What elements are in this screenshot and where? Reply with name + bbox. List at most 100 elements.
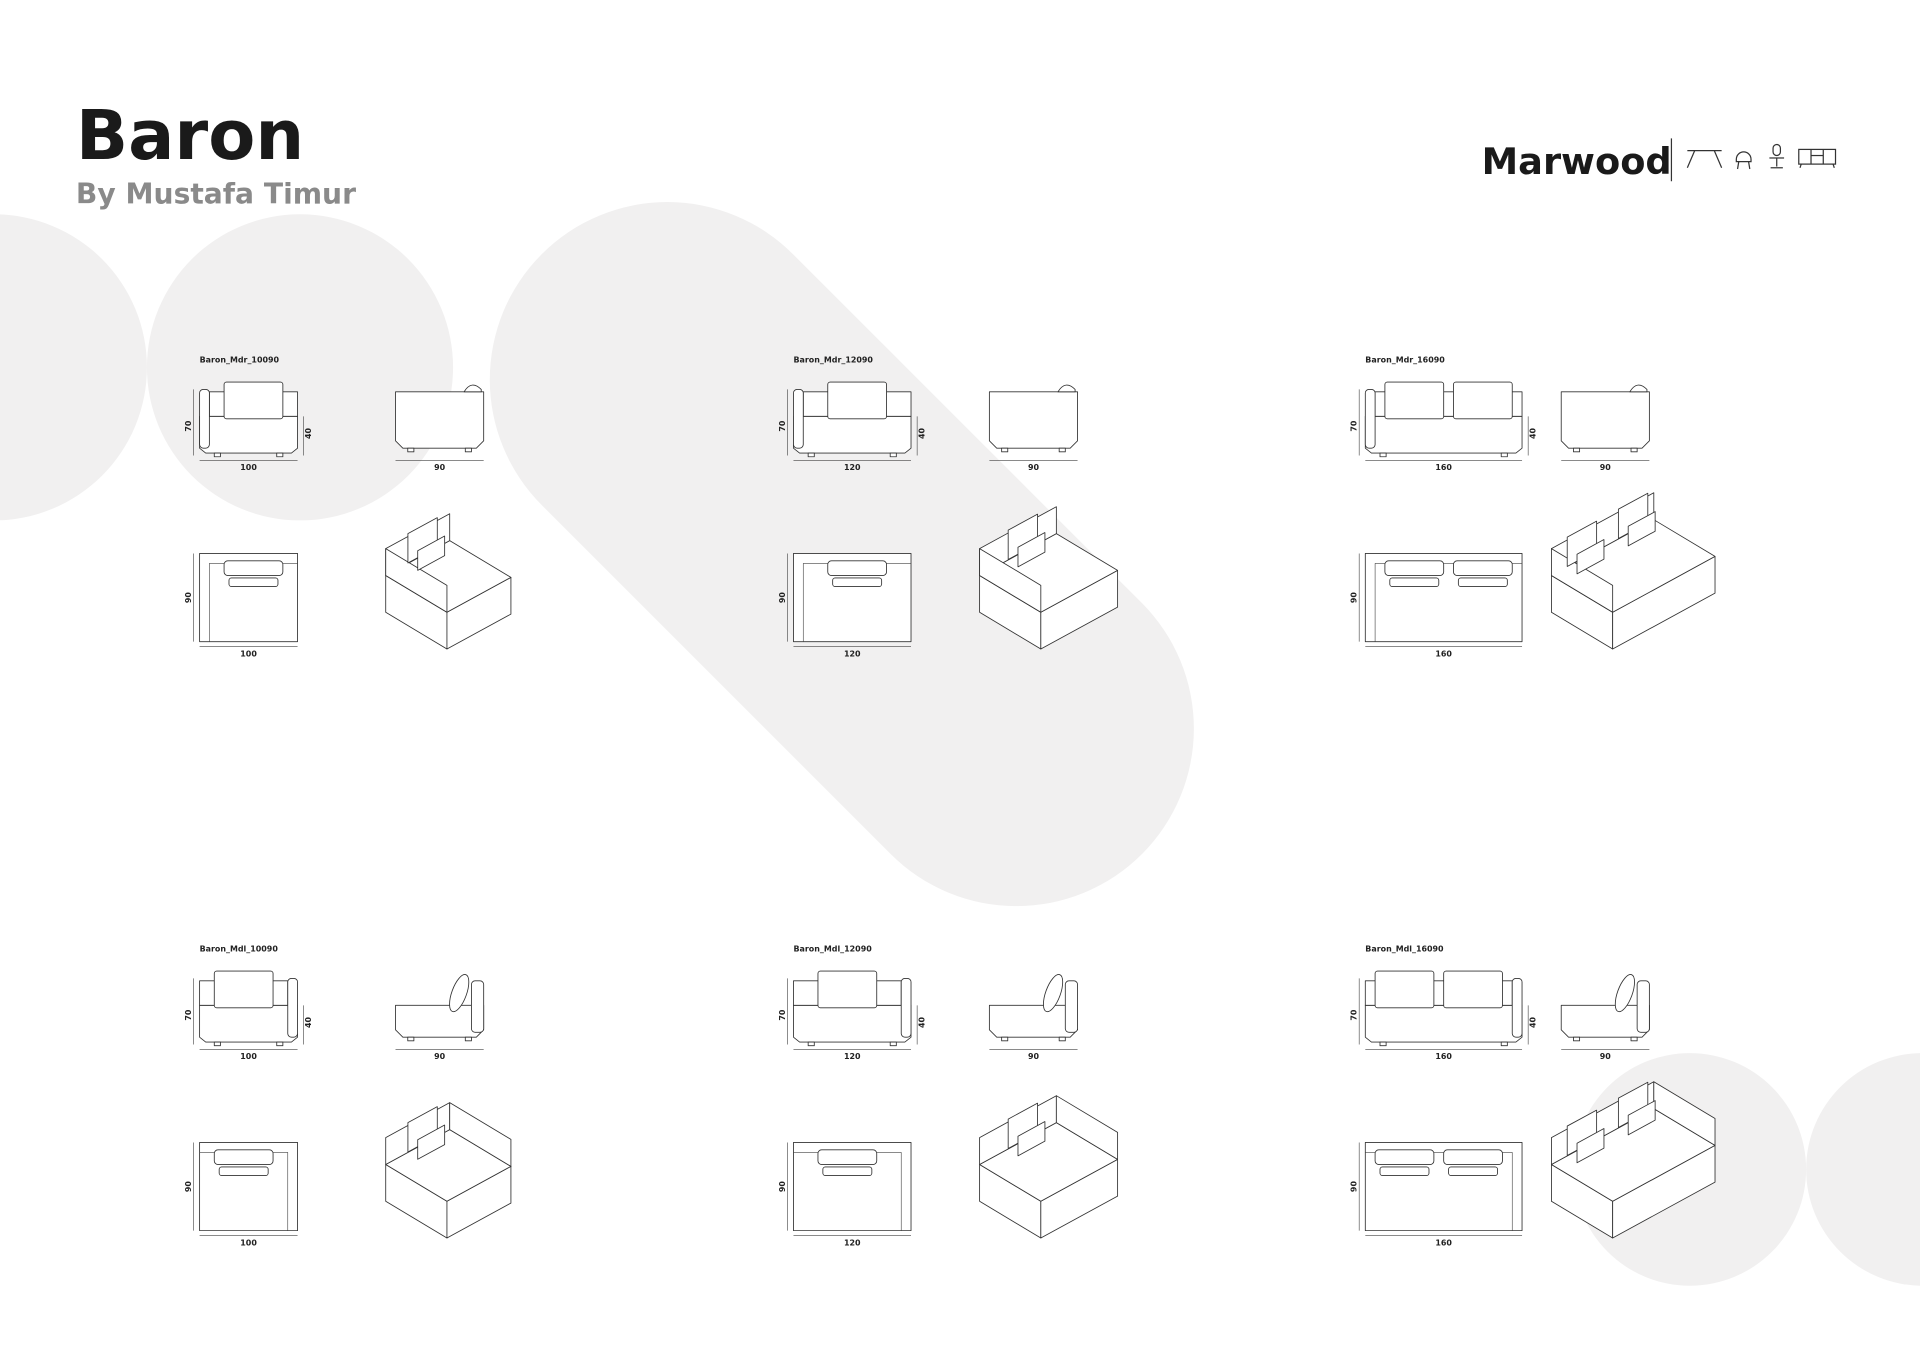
- depth-dimension: 90: [1028, 1052, 1040, 1061]
- width-dimension: 160: [1435, 463, 1452, 472]
- iso-cushion: [1576, 1128, 1605, 1164]
- leg: [1630, 1036, 1638, 1042]
- brand-name: Marwood: [1482, 140, 1672, 183]
- isometric-view: [1551, 1081, 1716, 1239]
- depth-dimension: 90: [434, 463, 446, 472]
- leg: [807, 452, 815, 458]
- leg: [889, 452, 897, 458]
- back-cushion: [1374, 970, 1435, 1009]
- width-dimension: 100: [240, 1238, 257, 1247]
- leg: [1630, 447, 1638, 453]
- leg: [213, 452, 221, 458]
- depth-dimension: 90: [184, 1181, 193, 1193]
- depth-dimension: 90: [1350, 1181, 1359, 1193]
- leg: [807, 1041, 815, 1047]
- side-view: 90: [395, 384, 485, 472]
- cushion-top: [817, 1149, 878, 1165]
- isometric-view: [385, 1102, 512, 1239]
- module-label: Baron_Mdl_16090: [1365, 944, 1444, 953]
- armrest: [287, 977, 298, 1038]
- sofa-base: [1364, 415, 1523, 454]
- back-cushion: [1614, 974, 1635, 1013]
- sofa-base: [199, 415, 298, 454]
- back-cushion: [817, 970, 878, 1009]
- iso-cushion: [1017, 1121, 1046, 1157]
- depth-dimension: 90: [1028, 463, 1040, 472]
- depth-dimension: 90: [184, 592, 193, 604]
- side-body: [395, 391, 485, 449]
- side-body: [395, 1004, 485, 1038]
- leg: [1573, 1036, 1581, 1042]
- cushion-top: [1374, 1149, 1435, 1165]
- module-label: Baron_Mdr_12090: [793, 355, 873, 364]
- leg: [213, 1041, 221, 1047]
- back-cushion: [449, 974, 470, 1013]
- cushion-top: [1453, 560, 1513, 576]
- depth-dimension: 90: [434, 1052, 446, 1061]
- lounge-chair-icon: [1735, 151, 1752, 170]
- back-cushion: [1443, 970, 1503, 1009]
- depth-dimension: 90: [778, 1181, 787, 1193]
- iso-armrest: [1055, 1095, 1119, 1160]
- back-cushion: [1384, 381, 1445, 420]
- side-view: 90: [988, 974, 1078, 1061]
- cushion-front: [1389, 577, 1440, 587]
- height-dimension: 70: [1350, 420, 1359, 432]
- cushion-top: [1443, 1149, 1503, 1165]
- width-dimension: 120: [844, 1052, 861, 1061]
- office-chair-icon: [1769, 143, 1785, 169]
- width-dimension: 120: [844, 463, 861, 472]
- module-label: Baron_Mdr_16090: [1365, 355, 1445, 364]
- armrest: [471, 980, 485, 1033]
- leg: [1058, 447, 1066, 453]
- width-dimension: 160: [1435, 649, 1452, 658]
- leg: [276, 1041, 284, 1047]
- iso-armrest: [979, 548, 1042, 613]
- back-cushion: [463, 384, 482, 393]
- leg: [1001, 447, 1009, 453]
- back-cushion: [827, 381, 887, 420]
- depth-dimension: 90: [778, 592, 787, 604]
- iso-cushion: [1627, 511, 1656, 547]
- armrest: [900, 977, 912, 1038]
- page-title: Baron: [76, 96, 304, 176]
- height-dimension: 70: [778, 420, 787, 432]
- back-cushion: [1629, 384, 1648, 393]
- height-dimension: 70: [1350, 1009, 1359, 1021]
- sofa-base: [1364, 1004, 1523, 1043]
- back-cushion: [1453, 381, 1513, 420]
- cushion-front: [218, 1166, 269, 1176]
- isometric-view: [979, 506, 1119, 650]
- seat-height-dimension: 40: [304, 427, 313, 439]
- iso-armrest: [1551, 548, 1614, 613]
- iso-cushion: [417, 1124, 446, 1160]
- bg-circle-second: [146, 214, 454, 521]
- leg: [1058, 1036, 1066, 1042]
- back-cushion: [1043, 974, 1064, 1013]
- leg: [1573, 447, 1581, 453]
- module-label: Baron_Mdr_10090: [200, 355, 280, 364]
- designer-subtitle: By Mustafa Timur: [76, 177, 356, 210]
- side-body: [1560, 1004, 1650, 1038]
- side-view: 90: [1560, 974, 1650, 1061]
- side-view: 90: [988, 384, 1078, 472]
- leg: [1001, 1036, 1009, 1042]
- isometric-view: [979, 1095, 1119, 1239]
- cushion-top: [827, 560, 887, 576]
- back-cushion: [223, 381, 284, 420]
- cushion-front: [1457, 577, 1508, 587]
- sofa-base: [199, 1004, 298, 1043]
- brand-logo: Marwood: [1482, 138, 1837, 183]
- sofa-base: [793, 1004, 912, 1043]
- iso-cushion: [1017, 532, 1046, 568]
